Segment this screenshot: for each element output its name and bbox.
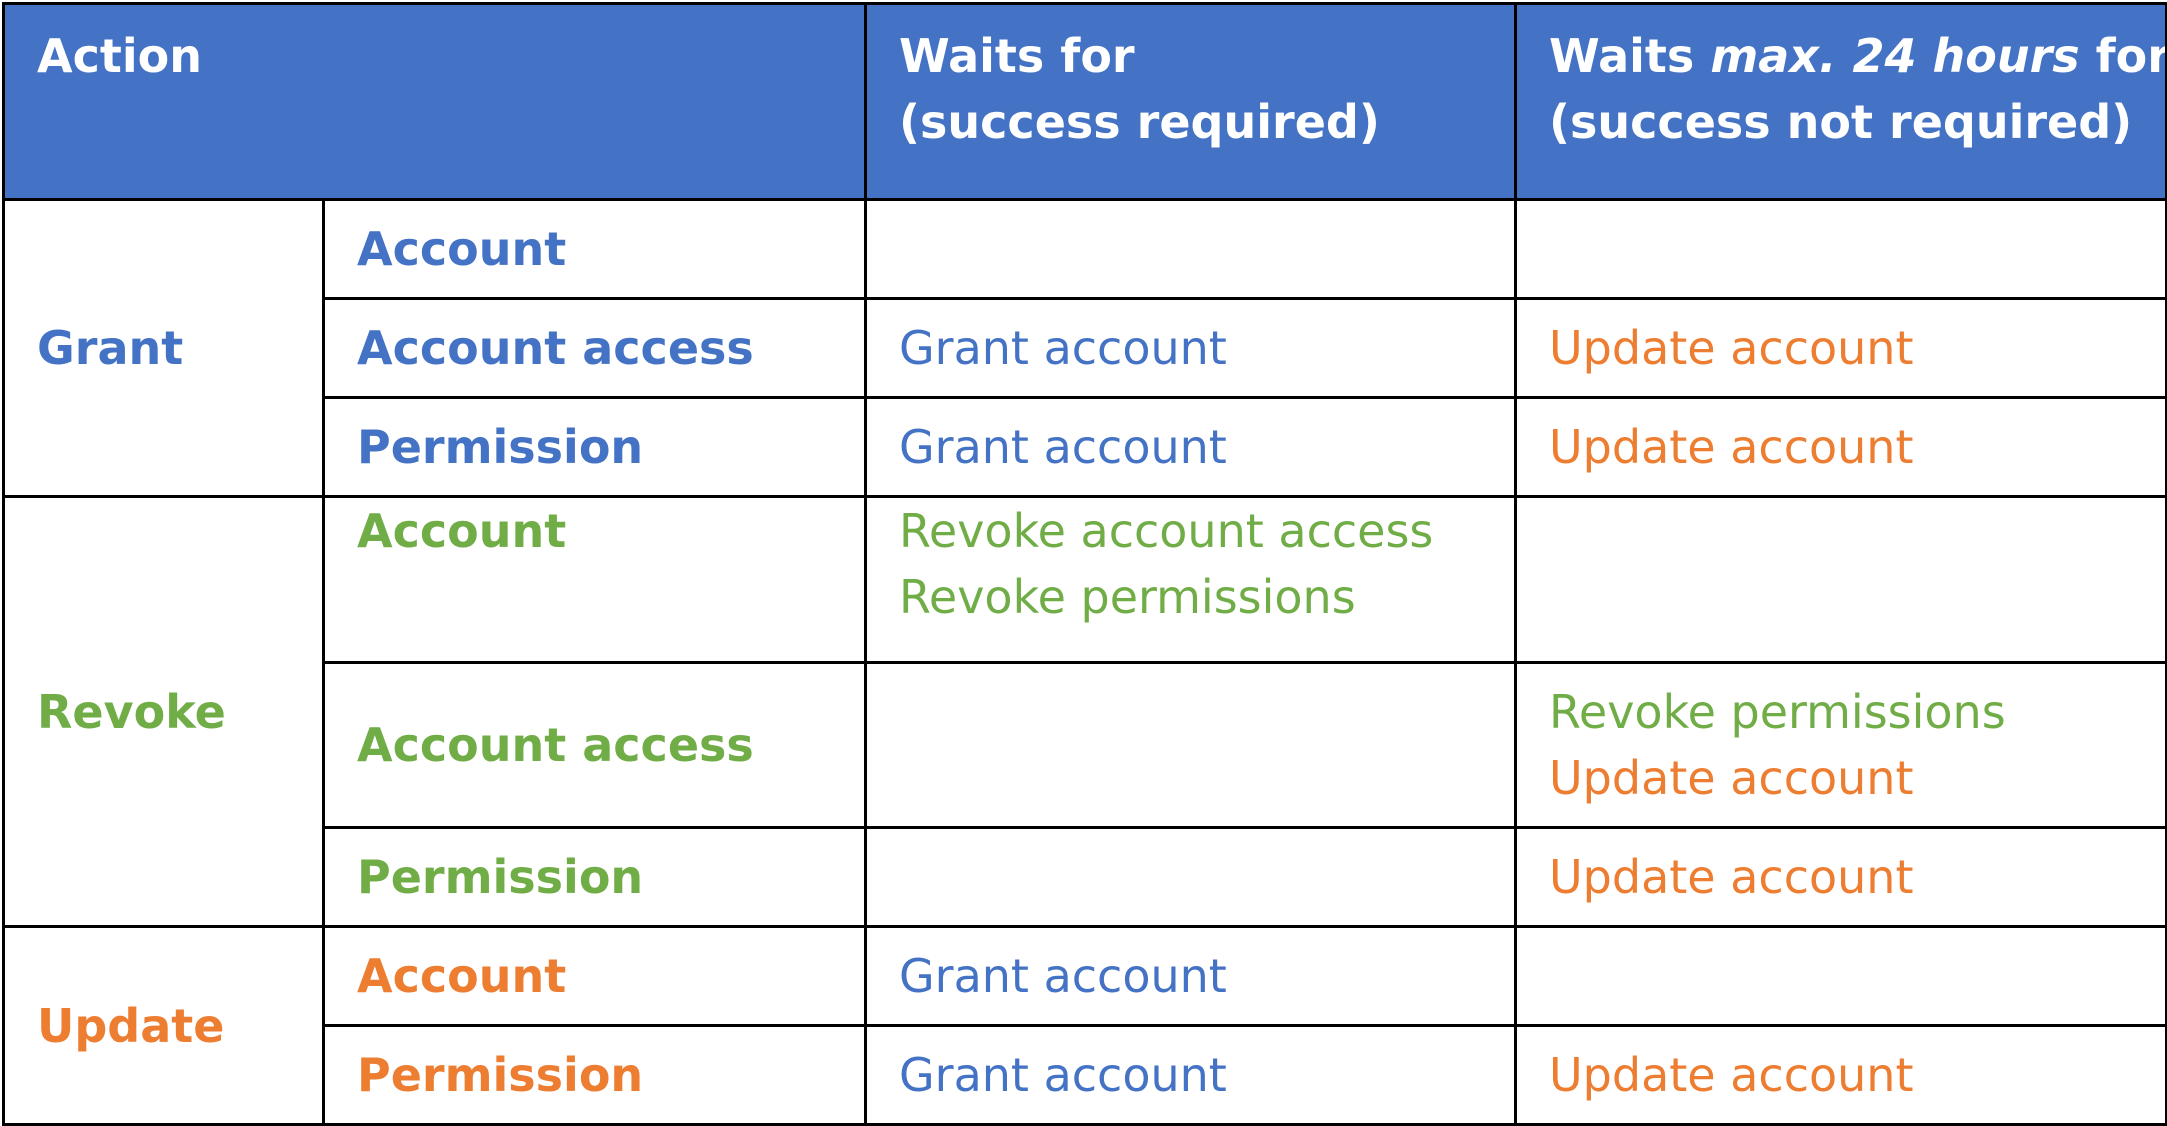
dependency-item: Revoke permissions [1549, 685, 2006, 739]
table-row: Account access Grant account Update acco… [4, 297, 2167, 399]
waits-for-cell [864, 198, 1518, 300]
waits-for-cell: Grant account [864, 1024, 1518, 1126]
table-row: Revoke Account Revoke account access Rev… [2, 495, 2167, 928]
header-waits-max: Waits max. 24 hours for (success not req… [1514, 2, 2167, 201]
table-row: Permission Grant account Update account [4, 396, 2167, 498]
waits-for-cell: Grant account [864, 297, 1518, 399]
object-cell: Account [321, 495, 868, 664]
waits-max-cell [1514, 925, 2167, 1027]
waits-for-cell [864, 661, 1518, 829]
header-waits-for-line2: (success required) [899, 95, 1380, 149]
header-waits-max-pre: Waits [1549, 29, 1711, 83]
header-waits-max-line1: Waits max. 24 hours for [1549, 23, 2167, 89]
waits-max-cell: Update account [1514, 396, 2167, 498]
object-cell: Account access [321, 297, 868, 399]
waits-max-cell [1514, 495, 2167, 664]
object-cell: Permission [321, 826, 868, 928]
header-row: Action Waits for (success required) Wait… [1, 2, 2167, 201]
table-row: Permission Grant account Update account [4, 1024, 2167, 1126]
header-waits-for: Waits for (success required) [864, 2, 1518, 201]
header-waits-for-line1: Waits for [899, 29, 1135, 83]
dependency-item: Revoke permissions [899, 570, 1356, 624]
header-waits-max-italic: max. 24 hours [1710, 29, 2080, 83]
waits-max-cell: Revoke permissions Update account [1514, 661, 2167, 829]
action-grant: Grant [2, 198, 325, 498]
table-row: Permission Update account [4, 826, 2167, 928]
action-revoke: Revoke [2, 495, 325, 928]
object-cell: Permission [321, 1024, 868, 1126]
object-cell: Account access [321, 661, 868, 829]
dependency-item: Update account [1549, 751, 1914, 805]
header-waits-max-post: for [2079, 29, 2167, 83]
waits-max-cell [1514, 198, 2167, 300]
header-action: Action [1, 2, 868, 201]
object-cell: Account [321, 925, 868, 1027]
header-action-label: Action [37, 29, 202, 83]
table-row: Account access Revoke permissions Update… [4, 661, 2167, 829]
waits-for-cell: Grant account [864, 925, 1518, 1027]
header-waits-max-line2: (success not required) [1549, 95, 2133, 149]
waits-max-cell: Update account [1514, 1024, 2167, 1126]
object-cell: Account [321, 198, 868, 300]
waits-max-cell: Update account [1514, 297, 2167, 399]
table-row: Update Account Grant account [2, 925, 2167, 1126]
waits-for-cell [864, 826, 1518, 928]
waits-for-cell: Revoke account access Revoke permissions [864, 495, 1518, 664]
action-update: Update [2, 925, 325, 1126]
dependency-item: Revoke account access [899, 504, 1434, 558]
waits-max-cell: Update account [1514, 826, 2167, 928]
waits-for-cell: Grant account [864, 396, 1518, 498]
object-cell: Permission [321, 396, 868, 498]
table-row: Grant Account [2, 198, 2167, 498]
